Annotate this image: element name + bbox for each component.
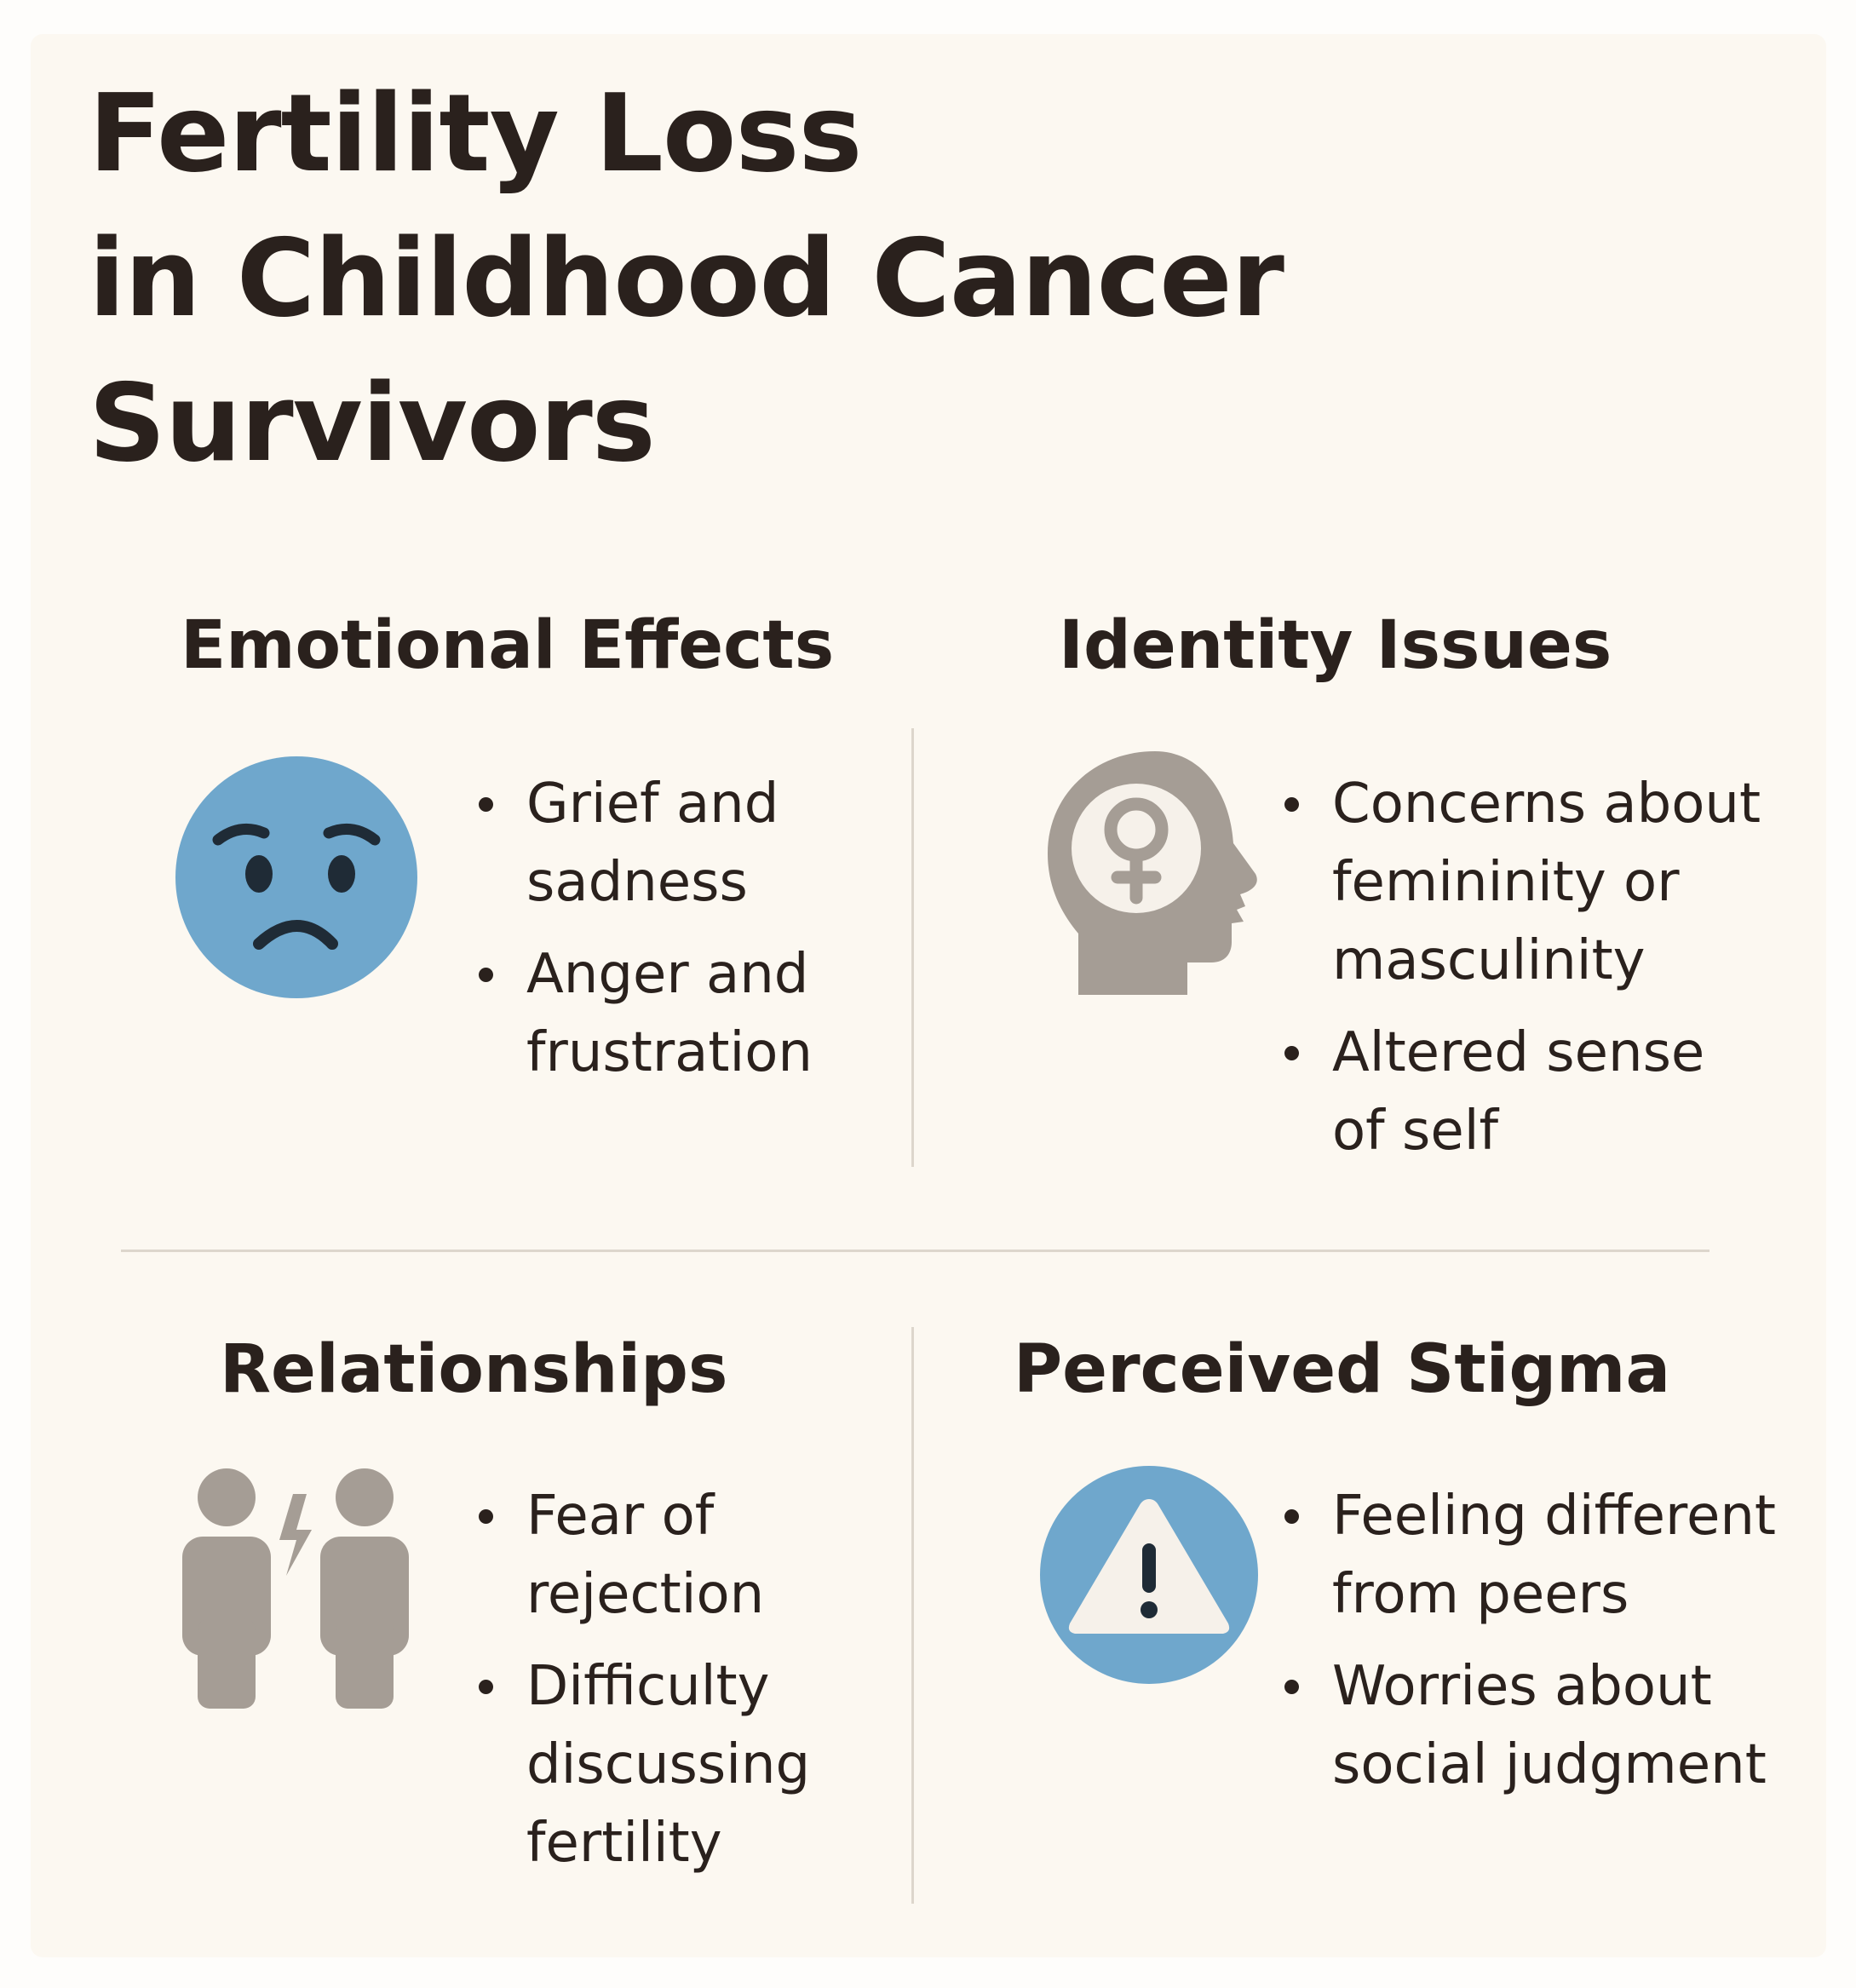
list-item: Anger and frustration xyxy=(474,935,813,1092)
title-line-3: Survivors xyxy=(89,360,656,486)
bullet-list-identity-issues: Concerns about femininity or masculinity… xyxy=(1279,765,1761,1184)
list-item: Difficulty discussing fertility xyxy=(474,1647,810,1882)
list-item: Feeling different from peers xyxy=(1279,1477,1776,1634)
section-heading-emotional-effects: Emotional Effects xyxy=(181,607,835,684)
divider-vertical-top xyxy=(911,728,914,1167)
list-item: Fear of rejection xyxy=(474,1477,810,1634)
list-item: Altered sense of self xyxy=(1279,1014,1761,1170)
list-item: Worries about social judgment xyxy=(1279,1647,1776,1804)
two-people-conflict-icon xyxy=(182,1468,409,1709)
section-heading-perceived-stigma: Perceived Stigma xyxy=(1014,1331,1671,1408)
title-line-2: in Childhood Cancer xyxy=(89,215,1284,341)
warning-icon xyxy=(1040,1466,1258,1684)
bullet-list-relationships: Fear of rejection Difficulty discussing … xyxy=(474,1477,810,1896)
bullet-list-perceived-stigma: Feeling different from peers Worries abo… xyxy=(1279,1477,1776,1818)
list-item: Concerns about femininity or masculinity xyxy=(1279,765,1761,1000)
sad-face-icon xyxy=(175,756,417,998)
section-heading-relationships: Relationships xyxy=(220,1331,728,1408)
page-title: Fertility Loss in Childhood Cancer Survi… xyxy=(89,61,1284,496)
divider-vertical-bottom xyxy=(911,1327,914,1904)
list-item: Grief and sadness xyxy=(474,765,813,922)
divider-horizontal xyxy=(121,1250,1709,1252)
head-female-symbol-icon xyxy=(1048,751,1257,995)
section-heading-identity-issues: Identity Issues xyxy=(1059,607,1612,684)
bullet-list-emotional-effects: Grief and sadness Anger and frustration xyxy=(474,765,813,1106)
title-line-1: Fertility Loss xyxy=(89,71,862,196)
